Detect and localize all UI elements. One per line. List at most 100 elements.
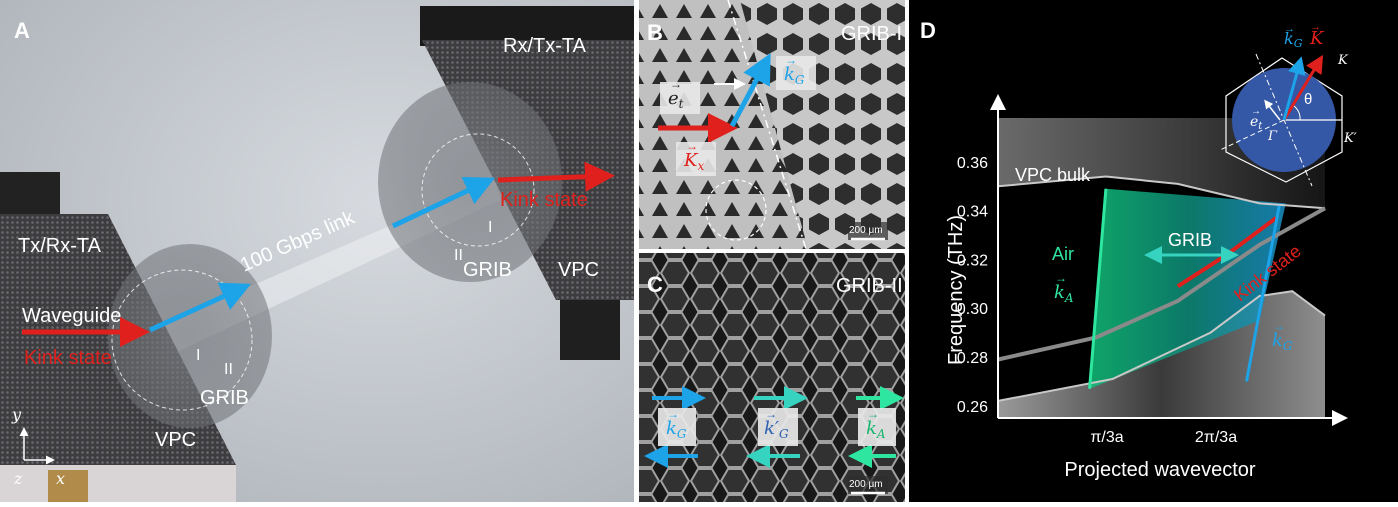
kgp-label-box bbox=[758, 408, 798, 446]
inset-kg-label: kG bbox=[1284, 29, 1303, 50]
et-vector-mark: → bbox=[670, 77, 682, 91]
kg-line bbox=[1245, 205, 1281, 382]
inset-et-vector-mark: → bbox=[1251, 106, 1261, 117]
kg-label-c: kG bbox=[666, 418, 687, 441]
y-tick-label: 0.36 bbox=[957, 155, 988, 172]
kg-vector-mark-d: → bbox=[1273, 319, 1285, 333]
panel-d-letter: D bbox=[920, 18, 936, 43]
tx-base bbox=[0, 465, 236, 502]
grib-label-d: GRIB bbox=[1168, 230, 1212, 250]
kx-label: Kx bbox=[683, 150, 704, 173]
boundary-line bbox=[727, 0, 807, 249]
grib-label-left: GRIB bbox=[200, 387, 249, 409]
kg-vector-mark-b: → bbox=[785, 53, 797, 67]
inset-K-corner: K bbox=[1337, 53, 1349, 68]
inset-K-vector-mark: → bbox=[1310, 21, 1321, 33]
kink-label-left: Kink state bbox=[24, 347, 112, 369]
lower-bulk-curve bbox=[997, 290, 1326, 402]
inset-theta-arc bbox=[1293, 105, 1301, 121]
axis-z-label: z bbox=[13, 469, 23, 488]
ka-vector-mark-d: → bbox=[1055, 271, 1067, 285]
vpc-label-right: VPC bbox=[558, 259, 599, 281]
link-arrow-right bbox=[391, 176, 496, 229]
x-tick-label: 2π/3a bbox=[1195, 429, 1237, 446]
air-label: Air bbox=[1052, 244, 1074, 264]
region-ii-left: II bbox=[224, 361, 233, 378]
kg-label-box-b bbox=[776, 56, 816, 90]
waveguide-label: Waveguide bbox=[22, 305, 121, 327]
scale-bg-b bbox=[848, 222, 888, 240]
panel-b: et → Kx → kG → B GRIB-I 200 μm bbox=[639, 0, 905, 249]
edge-state-curve bbox=[997, 206, 1326, 362]
vpc-bulk-label: VPC bulk bbox=[1015, 165, 1091, 185]
air-light-line bbox=[1088, 188, 1108, 389]
axis-y-label: y bbox=[11, 405, 22, 424]
inset-K-label: K bbox=[1309, 28, 1325, 49]
y-tick-label: 0.32 bbox=[957, 252, 988, 269]
kg-arrow-b bbox=[729, 53, 771, 128]
y-tick-label: 0.34 bbox=[957, 204, 988, 221]
axis-x-label: x bbox=[56, 469, 65, 488]
y-tick-label: 0.30 bbox=[957, 301, 988, 318]
ka-label-d: kA bbox=[1054, 282, 1074, 305]
grib-boundary-right bbox=[421, 133, 535, 247]
kg-label-b: kG bbox=[784, 64, 805, 87]
unit-cell-outline bbox=[705, 179, 767, 241]
rx-base bbox=[560, 300, 620, 360]
kx-vector-mark: → bbox=[686, 139, 698, 153]
kgp-vector-mark: → bbox=[765, 407, 777, 421]
region-ii-right: II bbox=[454, 247, 463, 264]
tx-post bbox=[48, 470, 88, 502]
inset-gamma: Γ bbox=[1267, 129, 1278, 144]
inset-kg-arrow bbox=[1282, 56, 1306, 121]
ka-label-c: kA bbox=[866, 418, 886, 441]
y-axis-label: Frequency (THz) bbox=[945, 215, 967, 365]
panel-c-title: GRIB-II bbox=[836, 275, 903, 297]
kg-vector-mark-c: → bbox=[667, 407, 679, 421]
vpc-bulk-curve bbox=[997, 175, 1326, 210]
hexagon-zone bbox=[1225, 57, 1343, 183]
panel-b-letter: B bbox=[647, 20, 663, 45]
panel-c-letter: C bbox=[647, 272, 663, 297]
x-ticks: π/3a 2π/3a bbox=[1090, 429, 1237, 446]
grib-label-right: GRIB bbox=[463, 259, 512, 281]
rx-label: Rx/Tx-TA bbox=[503, 35, 587, 57]
inset-et-label: et bbox=[1250, 114, 1263, 132]
region-i-right: I bbox=[488, 219, 492, 236]
et-label: et bbox=[668, 88, 684, 111]
panel-a-letter: A bbox=[14, 18, 30, 43]
brillouin-inset: kG → K → K K′ Γ θ et → bbox=[1219, 21, 1357, 187]
scale-bg-c bbox=[848, 476, 888, 494]
inset-theta: θ bbox=[1304, 91, 1312, 108]
inset-kg-vector-mark: → bbox=[1284, 23, 1295, 35]
kgp-label: k′G bbox=[764, 418, 789, 441]
inset-K-arrow bbox=[1282, 54, 1324, 121]
x-axis-label: Projected wavevector bbox=[1064, 459, 1256, 481]
ka-vector-mark-c: → bbox=[867, 407, 879, 421]
et-label-box bbox=[660, 82, 700, 114]
kink-label-right: Kink state bbox=[500, 189, 588, 211]
grib-region bbox=[1089, 188, 1286, 389]
vpc-label-left: VPC bbox=[155, 429, 196, 451]
kg-label-box-c bbox=[658, 408, 696, 446]
grib-boundary-left bbox=[111, 269, 253, 411]
link-arrow-left bbox=[148, 282, 252, 333]
tx-label: Tx/Rx-TA bbox=[18, 235, 102, 257]
coordinate-axes: y z x bbox=[11, 405, 65, 488]
y-ticks: 0.260.280.300.320.340.36 bbox=[957, 155, 988, 416]
inset-et-arrow bbox=[1264, 99, 1281, 121]
inset-Kprime: K′ bbox=[1343, 131, 1357, 146]
kx-label-box bbox=[676, 142, 716, 176]
panel-c: C GRIB-II kG → k′G → kA → 200 μm bbox=[639, 253, 905, 502]
x-tick-label: π/3a bbox=[1090, 429, 1123, 446]
kg-label-d: kG bbox=[1272, 330, 1293, 353]
rx-mount bbox=[420, 6, 634, 46]
panel-a: A Tx/Rx-TA Rx/Tx-TA 100 Gbps link Wavegu… bbox=[0, 0, 634, 502]
scale-label-b: 200 μm bbox=[849, 225, 883, 236]
y-tick-label: 0.28 bbox=[957, 350, 988, 367]
grib-disk-right bbox=[378, 82, 562, 282]
